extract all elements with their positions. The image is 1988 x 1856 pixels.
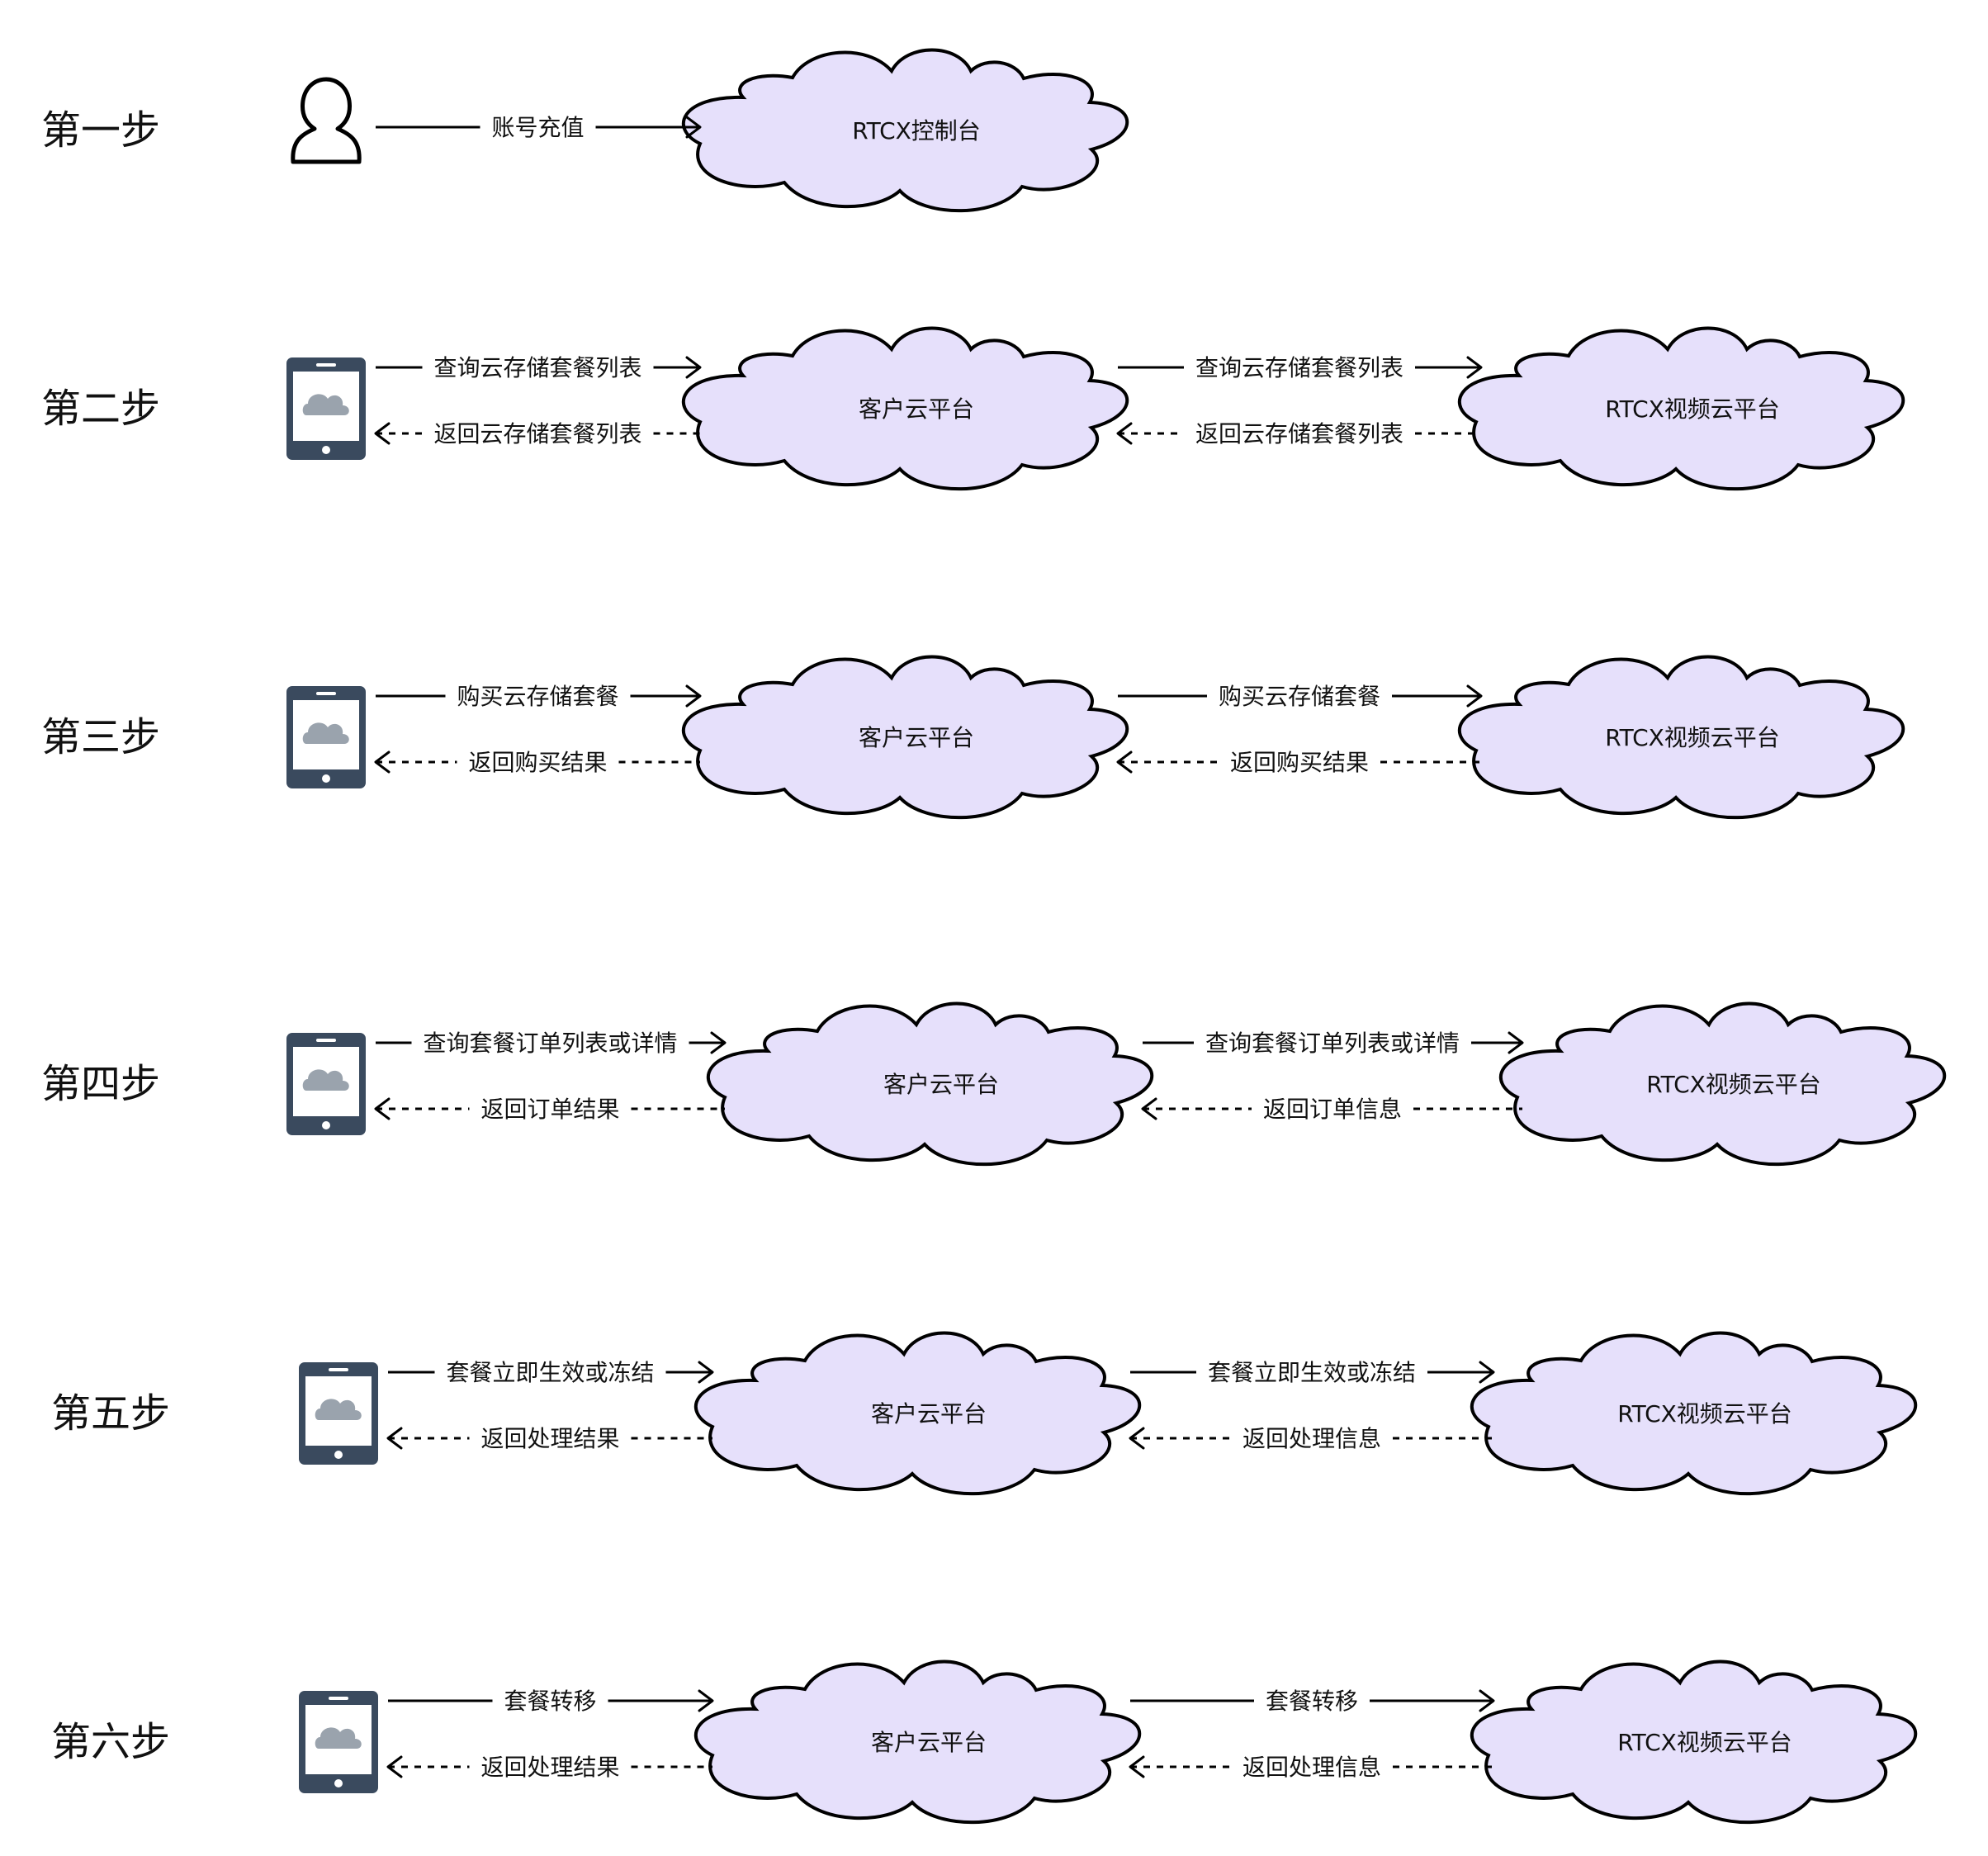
- cloud-node-video-platform: RTCX视频云平台: [1470, 1331, 1918, 1496]
- step-label: 第一步: [41, 107, 160, 154]
- request-arrow: 套餐转移: [388, 1688, 714, 1715]
- cloud-label: 客户云平台: [859, 395, 974, 423]
- phone-icon: [299, 1691, 378, 1793]
- request-arrow: 查询套餐订单列表或详情: [376, 1030, 727, 1057]
- arrow-label: 账号充值: [491, 114, 584, 141]
- response-arrow: 返回处理信息: [1129, 1425, 1493, 1452]
- cloud-node-video-platform: RTCX视频云平台: [1457, 655, 1905, 820]
- cloud-node-customer-platform: 客户云平台: [681, 655, 1129, 820]
- request-arrow: 查询云存储套餐列表: [1118, 354, 1483, 381]
- arrow-label: 套餐转移: [504, 1688, 596, 1715]
- step-label: 第四步: [41, 1061, 160, 1107]
- arrow-label: 查询云存储套餐列表: [1195, 354, 1403, 381]
- request-arrow: 购买云存储套餐: [1118, 683, 1483, 710]
- cloud-icon: [315, 1727, 362, 1749]
- arrow-label: 返回购买结果: [1230, 749, 1369, 776]
- arrow-label: 查询套餐订单列表或详情: [423, 1030, 677, 1057]
- arrow-label: 返回订单结果: [480, 1096, 619, 1123]
- cloud-node-customer-platform: 客户云平台: [706, 1001, 1154, 1167]
- cloud-label: RTCX控制台: [852, 117, 981, 144]
- phone-icon: [299, 1362, 378, 1465]
- response-arrow: 返回处理结果: [386, 1754, 712, 1781]
- cloud-label: RTCX视频云平台: [1617, 1400, 1792, 1428]
- cloud-label: 客户云平台: [871, 1400, 987, 1428]
- arrow-label: 返回订单信息: [1263, 1096, 1402, 1123]
- step-label: 第五步: [51, 1390, 170, 1437]
- phone-icon: [286, 1033, 366, 1135]
- cloud-label: 客户云平台: [859, 724, 974, 751]
- cloud-icon: [302, 722, 349, 744]
- user-icon: [291, 77, 362, 164]
- step-label: 第三步: [41, 714, 160, 760]
- arrow-label: 套餐立即生效或冻结: [1208, 1359, 1416, 1386]
- cloud-icon: [302, 394, 349, 415]
- cloud-node-video-platform: RTCX视频云平台: [1457, 326, 1905, 491]
- arrow-label: 返回处理信息: [1242, 1425, 1381, 1452]
- request-arrow: 查询云存储套餐列表: [376, 354, 702, 381]
- response-arrow: 返回处理信息: [1129, 1754, 1493, 1781]
- arrow-label: 购买云存储套餐: [457, 683, 618, 710]
- arrow-label: 购买云存储套餐: [1219, 683, 1380, 710]
- response-arrow: 返回处理结果: [386, 1425, 712, 1452]
- cloud-label: RTCX视频云平台: [1605, 724, 1780, 751]
- step-label: 第六步: [51, 1719, 170, 1765]
- cloud-node-customer-platform: 客户云平台: [693, 1660, 1142, 1825]
- cloud-node-console: RTCX控制台: [681, 48, 1129, 213]
- cloud-node-customer-platform: 客户云平台: [681, 326, 1129, 491]
- step-label: 第二步: [41, 386, 160, 432]
- arrow-label: 返回云存储套餐列表: [433, 420, 641, 447]
- arrow-label: 返回云存储套餐列表: [1195, 420, 1403, 447]
- arrow-label: 查询云存储套餐列表: [433, 354, 641, 381]
- step-row: 第一步 RTCX控制台 账号充值: [41, 48, 1129, 213]
- request-arrow: 套餐立即生效或冻结: [1130, 1359, 1495, 1386]
- request-arrow: 购买云存储套餐: [376, 683, 702, 710]
- request-arrow: 查询套餐订单列表或详情: [1143, 1030, 1524, 1057]
- cloud-label: 客户云平台: [883, 1071, 999, 1098]
- arrow-label: 返回处理结果: [480, 1754, 619, 1781]
- cloud-label: RTCX视频云平台: [1617, 1729, 1792, 1756]
- cloud-node-video-platform: RTCX视频云平台: [1498, 1001, 1947, 1167]
- cloud-label: 客户云平台: [871, 1729, 987, 1756]
- arrow-label: 套餐转移: [1266, 1688, 1358, 1715]
- arrow-label: 返回处理结果: [480, 1425, 619, 1452]
- phone-icon: [286, 686, 366, 788]
- cloud-label: RTCX视频云平台: [1605, 395, 1780, 423]
- phone-icon: [286, 357, 366, 460]
- cloud-node-customer-platform: 客户云平台: [693, 1331, 1142, 1496]
- response-arrow: 返回购买结果: [374, 749, 700, 776]
- arrow-label: 返回购买结果: [468, 749, 607, 776]
- cloud-icon: [302, 1069, 349, 1091]
- request-arrow: 套餐转移: [1130, 1688, 1495, 1715]
- arrow-label: 查询套餐订单列表或详情: [1205, 1030, 1460, 1057]
- arrow-label: 返回处理信息: [1242, 1754, 1381, 1781]
- cloud-node-video-platform: RTCX视频云平台: [1470, 1660, 1918, 1825]
- response-arrow: 返回云存储套餐列表: [374, 420, 700, 447]
- cloud-icon: [315, 1399, 362, 1420]
- response-arrow: 返回云存储套餐列表: [1116, 420, 1481, 447]
- response-arrow: 返回订单结果: [374, 1096, 725, 1123]
- response-arrow: 返回订单信息: [1141, 1096, 1522, 1123]
- request-arrow: 账号充值: [376, 114, 702, 141]
- response-arrow: 返回购买结果: [1116, 749, 1481, 776]
- arrow-label: 套餐立即生效或冻结: [446, 1359, 654, 1386]
- request-arrow: 套餐立即生效或冻结: [388, 1359, 714, 1386]
- cloud-label: RTCX视频云平台: [1646, 1071, 1821, 1098]
